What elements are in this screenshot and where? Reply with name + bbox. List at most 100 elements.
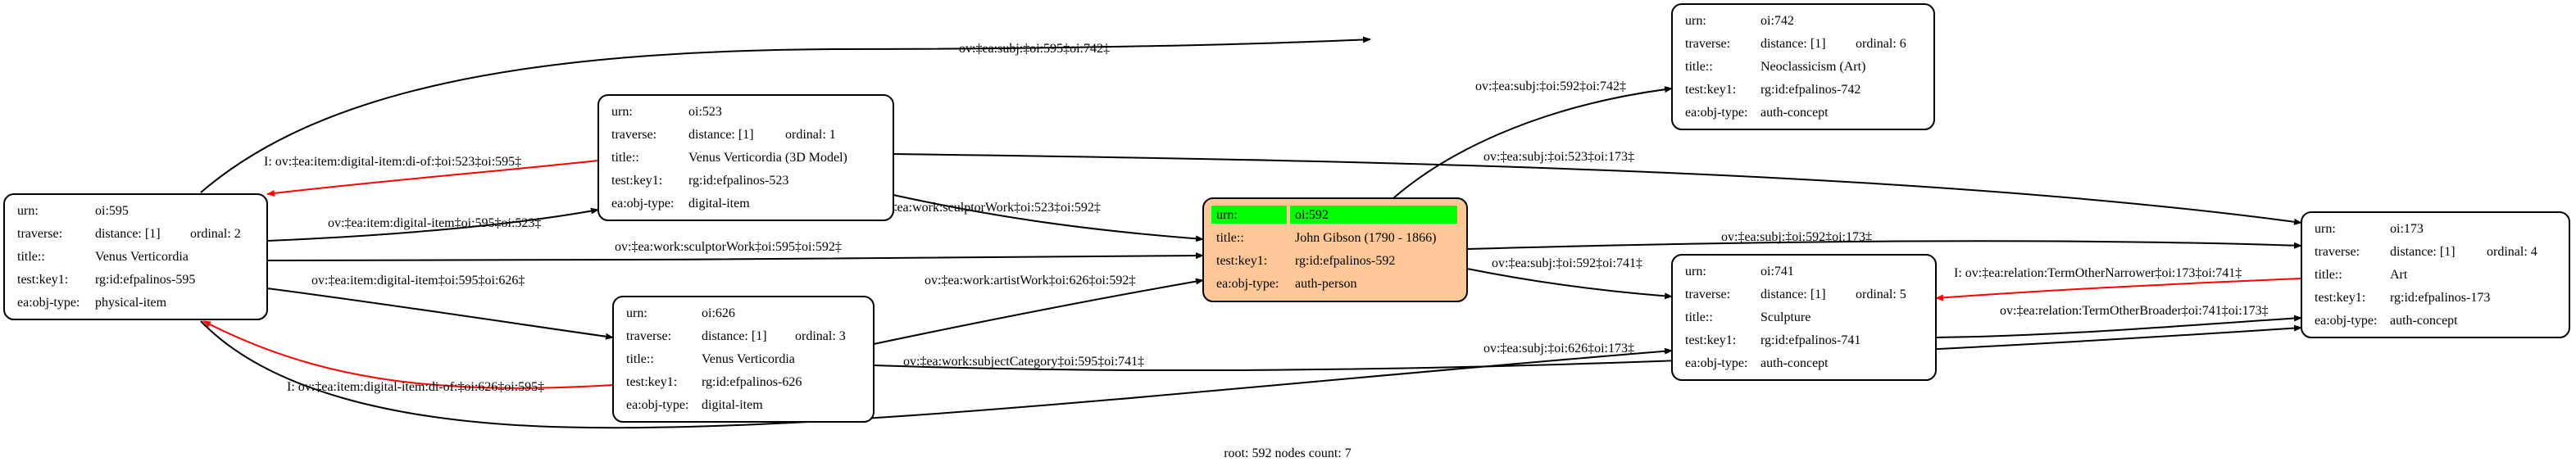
edge-label: ov:‡ea:subj:‡oi:626‡oi:173‡	[1483, 342, 1634, 356]
field-key: test:key1:	[1685, 83, 1736, 97]
field-value: oi:592	[1295, 208, 1329, 222]
field-value: Venus Verticordia (3D Model)	[688, 151, 847, 165]
field-key: title::	[626, 352, 654, 366]
edge-label: ov:‡ea:work:subjectCategory‡oi:595‡oi:74…	[903, 355, 1144, 369]
field-key: ea:obj-type:	[1685, 106, 1747, 120]
edge-label: ov:‡ea:work:artistWork‡oi:626‡oi:592‡	[925, 274, 1135, 288]
field-value: Sculpture	[1760, 310, 1810, 324]
field-key: ea:obj-type:	[2315, 314, 2377, 328]
field-value: ordinal: 1	[785, 128, 836, 142]
field-key: title::	[1216, 231, 1244, 245]
field-key: test:key1:	[1216, 254, 1267, 268]
edge-label: ov:‡ea:subj:‡oi:592‡oi:741‡	[1492, 256, 1642, 270]
field-value: oi:595	[95, 204, 129, 218]
edge-741-173: ov:‡ea:relation:TermOtherBroader‡oi:741‡…	[1935, 304, 2302, 338]
field-value: rg:id:efpalinos-592	[1295, 254, 1395, 268]
edge-595-742: ov:‡ea:subj:‡oi:595‡oi:742‡	[200, 36, 1371, 193]
field-key: traverse:	[2315, 245, 2360, 259]
field-key: title::	[1685, 60, 1713, 74]
node-oi-595[interactable]: urn: oi:595 traverse: distance: [1] ordi…	[3, 193, 268, 320]
node-oi-741[interactable]: urn: oi:741 traverse: distance: [1] ordi…	[1671, 254, 1937, 381]
edge-595-741-subject: ov:‡ea:work:subjectCategory‡oi:595‡oi:74…	[200, 320, 1673, 429]
field-value: John Gibson (1790 - 1866)	[1295, 231, 1436, 245]
field-value: ordinal: 3	[795, 329, 846, 343]
node-oi-592-root[interactable]: urn: oi:592 title:: John Gibson (1790 - …	[1202, 197, 1468, 302]
field-value: Venus Verticordia	[702, 352, 795, 366]
edge-label: I: ov:‡ea:item:digital-item:di-of:‡oi:52…	[264, 155, 521, 169]
field-key: title::	[1685, 310, 1713, 324]
field-key: test:key1:	[2315, 291, 2365, 305]
node-oi-523[interactable]: urn: oi:523 traverse: distance: [1] ordi…	[597, 94, 894, 221]
field-key: ea:obj-type:	[626, 398, 688, 412]
node-oi-173[interactable]: urn: oi:173 traverse: distance: [1] ordi…	[2301, 211, 2570, 338]
field-value: rg:id:efpalinos-595	[95, 273, 195, 287]
edge-595-592-sculptor: ov:‡ea:work:sculptorWork‡oi:595‡oi:592‡	[266, 240, 1204, 261]
edge-label: ov:‡ea:relation:TermOtherBroader‡oi:741‡…	[2000, 304, 2269, 318]
highlight-cell	[1290, 206, 1457, 224]
field-value: rg:id:efpalinos-173	[2390, 291, 2490, 305]
field-value: oi:173	[2390, 222, 2424, 236]
field-value: Art	[2390, 268, 2408, 282]
edge-label: ov:‡ea:subj:‡oi:592‡oi:173‡	[1721, 230, 1872, 244]
field-value: oi:742	[1760, 14, 1794, 28]
field-value: Venus Verticordia	[95, 250, 189, 264]
node-oi-742[interactable]: urn: oi:742 traverse: distance: [1] ordi…	[1671, 3, 1935, 130]
field-value: rg:id:efpalinos-742	[1760, 83, 1860, 97]
field-key: ea:obj-type:	[1216, 277, 1279, 291]
field-key: traverse:	[1685, 288, 1730, 301]
field-value: ordinal: 2	[190, 227, 241, 241]
highlight-cell	[1211, 206, 1287, 224]
field-value: distance: [1]	[1760, 288, 1826, 301]
field-value: rg:id:efpalinos-523	[688, 174, 788, 188]
field-value: ordinal: 6	[1856, 37, 1906, 51]
field-value: distance: [1]	[2390, 245, 2456, 259]
field-key: traverse:	[1685, 37, 1730, 51]
field-key: test:key1:	[626, 375, 677, 389]
field-value: rg:id:efpalinos-626	[702, 375, 802, 389]
edges: ov:‡ea:subj:‡oi:595‡oi:742‡ ov:‡ea:subj:…	[200, 36, 2302, 429]
edge-592-741: ov:‡ea:subj:‡oi:592‡oi:741‡	[1466, 256, 1673, 300]
field-key: title::	[17, 250, 45, 264]
field-value: auth-concept	[1760, 356, 1829, 370]
field-value: oi:626	[702, 306, 735, 320]
edge-595-523: ov:‡ea:item:digital-item‡oi:595‡oi:523‡	[266, 207, 599, 242]
field-key: title::	[611, 151, 639, 165]
field-key: ea:obj-type:	[17, 296, 80, 310]
field-key: traverse:	[611, 128, 656, 142]
edge-label: ov:‡ea:subj:‡oi:595‡oi:742‡	[959, 42, 1110, 56]
field-value: digital-item	[688, 197, 750, 211]
field-key: ea:obj-type:	[611, 197, 674, 211]
field-key: ea:obj-type:	[1685, 356, 1747, 370]
field-value: distance: [1]	[702, 329, 767, 343]
field-value: ordinal: 5	[1856, 288, 1906, 301]
edge-label: ov:‡ea:subj:‡oi:592‡oi:742‡	[1475, 79, 1626, 93]
field-value: ordinal: 4	[2487, 245, 2537, 259]
field-value: Neoclassicism (Art)	[1760, 60, 1865, 74]
field-key: test:key1:	[17, 273, 68, 287]
field-key: urn:	[1685, 14, 1706, 28]
field-value: oi:523	[688, 105, 722, 119]
field-key: traverse:	[626, 329, 671, 343]
edge-label: ov:‡ea:item:digital-item‡oi:595‡oi:626‡	[311, 274, 525, 288]
field-value: distance: [1]	[1760, 37, 1826, 51]
field-key: urn:	[1216, 208, 1238, 222]
edge-523-592-sculptor: ov:‡ea:work:sculptorWork‡oi:523‡oi:592‡	[874, 194, 1204, 242]
field-key: test:key1:	[1685, 333, 1736, 347]
field-value: distance: [1]	[95, 227, 161, 241]
field-value: oi:741	[1760, 265, 1794, 279]
edge-626-595-inverse[interactable]: I: ov:‡ea:item:digital-item:di-of:‡oi:62…	[202, 320, 614, 394]
node-oi-626[interactable]: urn: oi:626 traverse: distance: [1] ordi…	[612, 296, 875, 423]
edge-592-173: ov:‡ea:subj:‡oi:592‡oi:173‡	[1466, 230, 2302, 250]
edge-label: ov:‡ea:subj:‡oi:523‡oi:173‡	[1483, 150, 1634, 164]
field-value: distance: [1]	[688, 128, 754, 142]
field-key: urn:	[17, 204, 39, 218]
edge-595-626: ov:‡ea:item:digital-item‡oi:595‡oi:626‡	[266, 274, 614, 340]
edge-523-595-inverse[interactable]: I: ov:‡ea:item:digital-item:di-of:‡oi:52…	[264, 155, 599, 197]
field-key: urn:	[626, 306, 647, 320]
field-value: rg:id:efpalinos-741	[1760, 333, 1860, 347]
edge-label: ov:‡ea:item:digital-item‡oi:595‡oi:523‡	[328, 216, 541, 230]
edge-626-173: ov:‡ea:subj:‡oi:626‡oi:173‡	[873, 324, 2302, 372]
field-value: auth-person	[1295, 277, 1357, 291]
edge-173-741-inverse[interactable]: I: ov:‡ea:relation:TermOtherNarrower‡oi:…	[1935, 266, 2302, 301]
field-value: auth-concept	[1760, 106, 1829, 120]
